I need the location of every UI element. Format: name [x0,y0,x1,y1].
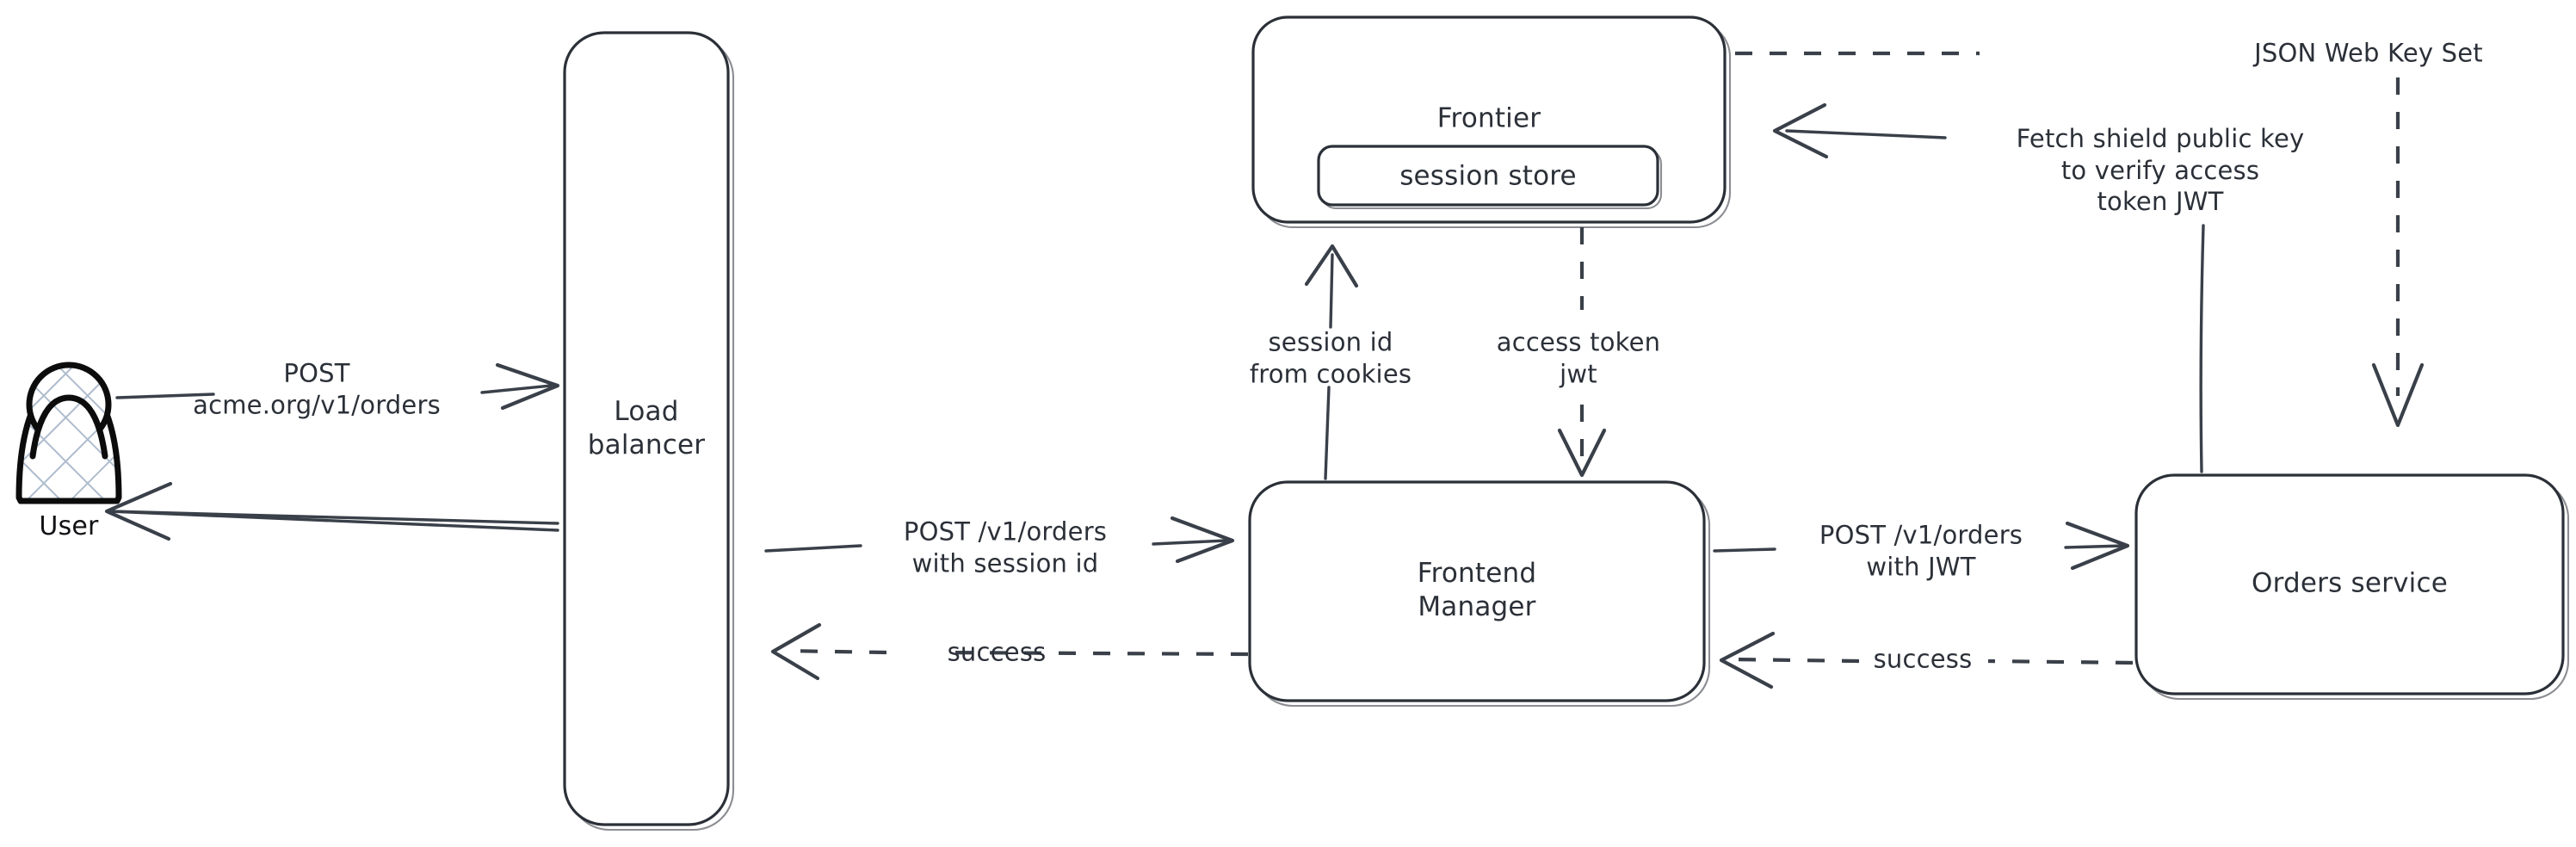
person-actor-icon [15,362,122,504]
actor-label-user: User [39,511,99,542]
node-label-session-store: session store [1399,160,1577,192]
node-label-load-balancer: Load balancer [587,395,706,461]
edge-load-balancer-to-user [104,481,559,541]
edge-frontend-manager-to-frontier [1304,244,1359,480]
edge-frontend-manager-to-orders-service [1713,521,2130,571]
node-load-balancer[interactable] [563,31,735,832]
edge-label-orders-service-to-frontend-manager: success [1873,644,1973,674]
edge-user-to-load-balancer [115,362,560,411]
node-label-frontier: Frontier [1436,102,1541,134]
edge-orders-service-to-frontier [1772,102,2205,473]
edge-orders-service-to-frontend-manager [1719,631,2134,689]
edge-frontier-to-frontend-manager [1557,227,1607,478]
node-orders-service[interactable] [2134,473,2570,701]
edge-label-load-balancer-to-frontend-manager: POST /v1/orders with session id [903,516,1108,578]
node-session-store[interactable] [1317,145,1663,210]
edge-label-frontend-manager-to-load-balancer: success [947,637,1047,667]
node-label-frontend-manager: Frontend Manager [1417,557,1537,622]
edge-load-balancer-to-frontend-manager [764,516,1235,564]
edge-label-frontier-to-orders-service: JSON Web Key Set [2254,38,2483,68]
edge-label-frontier-to-frontend-manager: access token jwt [1496,327,1661,388]
node-frontend-manager[interactable] [1248,480,1711,708]
edge-label-orders-service-to-frontier: Fetch shield public key to verify access… [2016,124,2305,217]
edge-label-frontend-manager-to-orders-service: POST /v1/orders with JWT [1819,520,2023,581]
edge-label-user-to-load-balancer: POST acme.org/v1/orders [193,358,441,419]
edge-frontend-manager-to-load-balancer [770,622,1249,681]
edge-label-frontend-manager-to-frontier: session id from cookies [1249,327,1412,388]
node-label-orders-service: Orders service [2252,567,2448,599]
edge-frontier-to-orders-service [1735,51,2425,428]
